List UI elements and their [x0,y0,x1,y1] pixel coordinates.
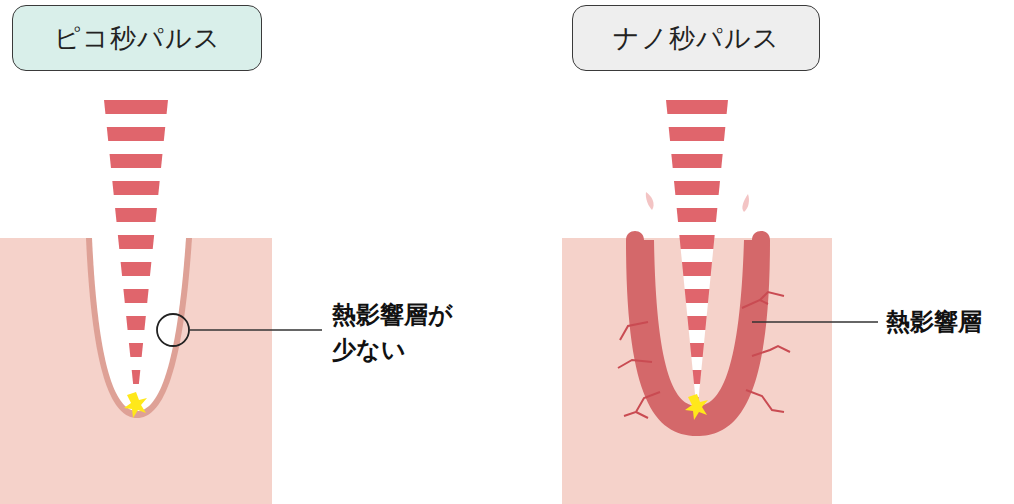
leader-line [752,321,878,323]
callout-label: 熱影響層が 少ない [332,298,464,368]
laser-beam [666,100,728,414]
header-box: ピコ秒パルス [12,5,262,71]
leader-line [189,329,322,331]
splash [742,194,749,212]
laser-beam [104,100,168,412]
spark [124,392,147,418]
splash [646,192,654,210]
header-text: ナノ秒パルス [613,21,780,56]
header-box: ナノ秒パルス [572,5,820,71]
header-text: ピコ秒パルス [54,21,221,56]
callout-label: 熱影響層 [886,305,982,340]
highlight-circle [157,314,189,346]
spark [685,394,708,420]
